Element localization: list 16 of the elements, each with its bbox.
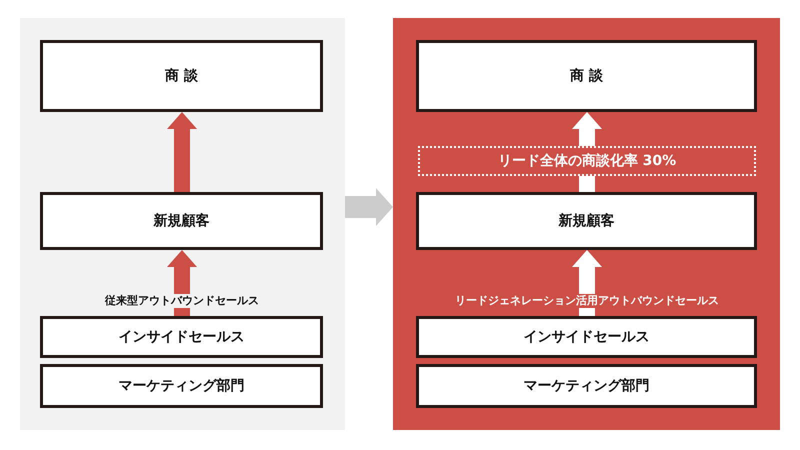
stage-box: インサイドセールス <box>416 316 757 358</box>
stage-box: マーケティング部門 <box>416 364 757 408</box>
block-arrow <box>345 188 393 226</box>
block-arrow <box>572 112 602 146</box>
block-arrow <box>167 250 197 316</box>
stage-box: マーケティング部門 <box>40 364 323 408</box>
stage-box: 商 談 <box>416 40 757 112</box>
panel-background <box>20 18 345 430</box>
rate-box: リード全体の商談化率 30% <box>418 146 756 176</box>
panel-background <box>393 18 780 430</box>
stage-box: 新規顧客 <box>416 192 757 250</box>
stage-box: 商 談 <box>40 40 323 112</box>
block-arrow <box>167 112 197 192</box>
stage-box: インサイドセールス <box>40 316 323 358</box>
stage-box: 新規顧客 <box>40 192 323 250</box>
block-arrow <box>572 250 602 316</box>
